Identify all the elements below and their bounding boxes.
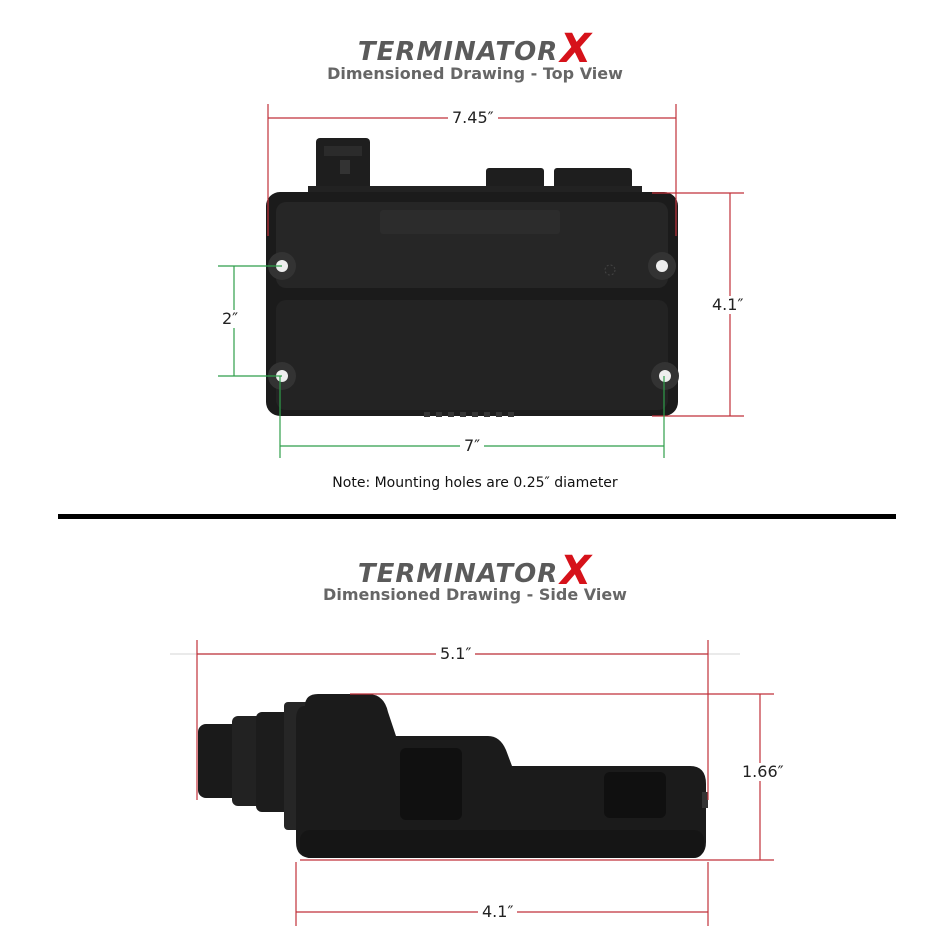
side-length-label: 5.1″ xyxy=(436,645,476,663)
mounting-hole xyxy=(648,252,676,280)
side-brand-text: TERMINATOR xyxy=(357,559,559,589)
side-view-title: Dimensioned Drawing - Side View xyxy=(323,585,627,604)
top-brand-text: TERMINATOR xyxy=(357,37,559,67)
top-height-label: 4.1″ xyxy=(708,296,748,314)
side-height-label: 1.66″ xyxy=(738,763,788,781)
top-brand-logo: TERMINATORX xyxy=(0,24,950,72)
mounting-hole xyxy=(651,362,679,390)
mounting-hole-note: Note: Mounting holes are 0.25″ diameter xyxy=(332,475,618,491)
side-base-label: 4.1″ xyxy=(478,903,518,921)
side-brand-x: X xyxy=(560,548,593,594)
hole-horizontal-spacing-label: 7″ xyxy=(460,437,485,455)
top-view-ecu-body xyxy=(266,138,679,417)
top-brand-x: X xyxy=(560,26,593,72)
section-divider xyxy=(58,514,896,519)
top-width-label: 7.45″ xyxy=(448,109,498,127)
top-view-title: Dimensioned Drawing - Top View xyxy=(327,64,623,83)
hole-vertical-spacing-label: 2″ xyxy=(218,310,243,328)
side-view-ecu-body xyxy=(198,694,708,858)
side-brand-logo: TERMINATORX xyxy=(0,546,950,594)
